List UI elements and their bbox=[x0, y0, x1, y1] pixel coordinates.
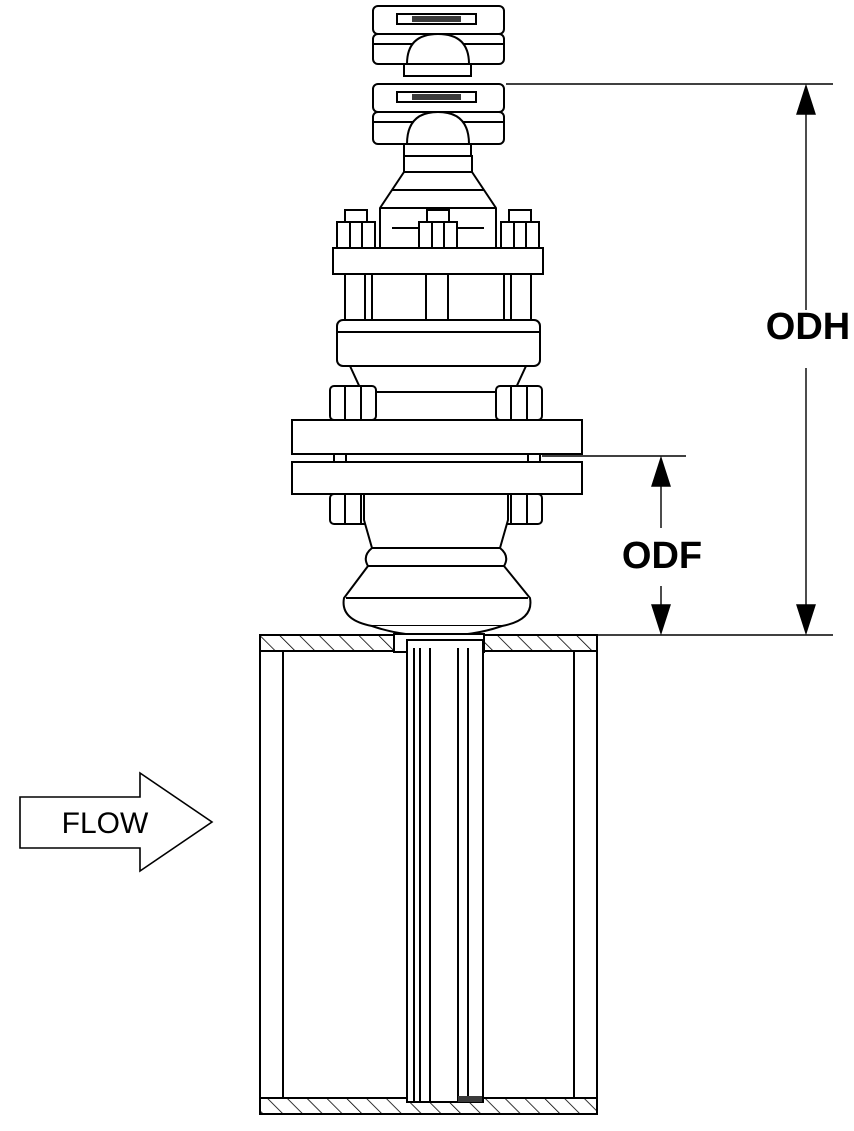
flow-arrow-shape bbox=[19, 771, 214, 873]
flange-nut-top-right bbox=[495, 385, 543, 421]
head-second-dome bbox=[405, 110, 471, 145]
upper-stud-left bbox=[344, 273, 366, 321]
fitting-ring bbox=[364, 547, 508, 567]
probe-tip-mark bbox=[458, 1096, 482, 1102]
odh-arrow-bottom bbox=[796, 604, 816, 636]
upper-bolt-center-tip bbox=[426, 209, 450, 223]
upper-bolt-left-tip bbox=[344, 209, 368, 223]
head-second-slot-fill bbox=[412, 94, 461, 100]
flow-label: FLOW bbox=[62, 807, 149, 840]
main-housing-body bbox=[336, 319, 541, 393]
flow-arrow bbox=[19, 771, 214, 873]
head-top-collar bbox=[403, 63, 472, 77]
upper-stud-right bbox=[510, 273, 532, 321]
odh-arrow-top bbox=[796, 83, 816, 115]
fitting-neck bbox=[363, 493, 509, 549]
probe-shaft bbox=[406, 639, 484, 1103]
upper-bolt-left bbox=[336, 209, 376, 249]
flange-nut-top-left bbox=[329, 385, 377, 421]
flange-plate-lower bbox=[291, 461, 583, 495]
odf-label: ODF bbox=[622, 535, 702, 577]
head-top-slot-fill bbox=[412, 16, 461, 22]
upper-bolt-right-tip bbox=[508, 209, 532, 223]
upper-bolt-right bbox=[500, 209, 540, 249]
mounting-fitting bbox=[342, 493, 532, 638]
second-connector-head bbox=[372, 83, 505, 157]
upper-bolt-right-nut bbox=[500, 221, 540, 249]
insertion-probe bbox=[406, 639, 484, 1103]
upper-bolt-left-nut bbox=[336, 221, 376, 249]
fitting-bell bbox=[342, 565, 532, 627]
odf-arrow-bottom bbox=[651, 604, 671, 636]
upper-stud-center bbox=[425, 273, 449, 321]
odh-label: ODH bbox=[766, 306, 850, 348]
upper-bolt-center-nut bbox=[418, 221, 458, 249]
dimension-lines bbox=[506, 83, 833, 636]
upper-flange-plate bbox=[332, 247, 544, 275]
housing-cylinder bbox=[336, 319, 541, 367]
odf-arrow-top bbox=[651, 455, 671, 487]
head-top-dome bbox=[405, 32, 471, 65]
head-second-collar bbox=[403, 143, 472, 157]
flange-plate-upper bbox=[291, 419, 583, 455]
top-connector-head bbox=[372, 5, 505, 77]
upper-bolt-center bbox=[418, 209, 458, 249]
flange-gasket bbox=[333, 453, 541, 463]
upper-flange-assembly bbox=[332, 209, 544, 321]
